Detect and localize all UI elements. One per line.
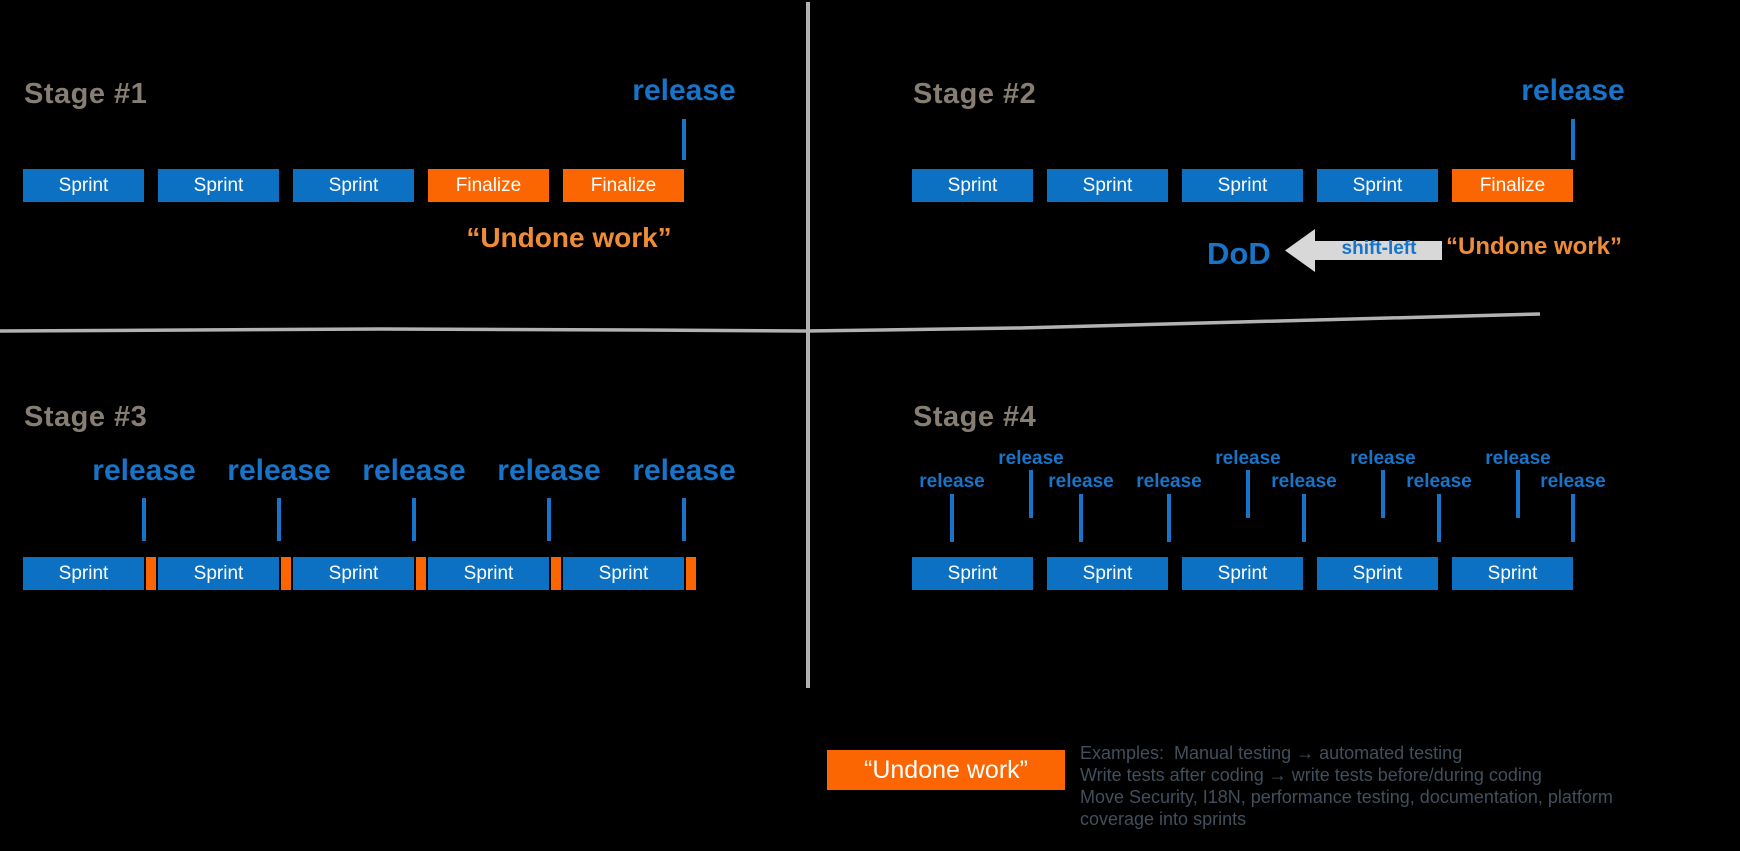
sprint-box: Sprint <box>1047 557 1168 590</box>
release-label: release <box>1485 448 1551 469</box>
sprint-box: Sprint <box>1317 557 1438 590</box>
undone-sliver <box>686 557 696 590</box>
release-tick <box>1516 470 1520 518</box>
undone-sliver <box>551 557 561 590</box>
sprint-box: Sprint <box>23 557 144 590</box>
sprint-box: Sprint <box>23 169 144 202</box>
sprint-box: Sprint <box>158 169 279 202</box>
shift-left-label: shift-left <box>1341 238 1417 259</box>
examples-line: Write tests after coding → write tests b… <box>1080 765 1542 785</box>
undone-sliver <box>146 557 156 590</box>
finalize-box: Finalize <box>1452 169 1573 202</box>
sprint-box: Sprint <box>563 557 684 590</box>
release-tick <box>682 119 686 160</box>
release-tick <box>1571 119 1575 160</box>
release-label: release <box>1540 471 1606 492</box>
examples-line: coverage into sprints <box>1080 809 1247 829</box>
finalize-box: Finalize <box>428 169 549 202</box>
sprint-box: Sprint <box>912 169 1033 202</box>
undone-work-label: “Undone work” <box>466 222 672 253</box>
release-tick <box>412 498 416 541</box>
vertical-divider <box>806 2 810 688</box>
sprint-box: Sprint <box>293 557 414 590</box>
sprint-box: Sprint <box>912 557 1033 590</box>
release-label: release <box>1350 448 1416 469</box>
release-label: release <box>1271 471 1337 492</box>
undone-work-legend-box: “Undone work” <box>827 750 1065 790</box>
release-label: release <box>919 471 985 492</box>
release-label: release <box>1048 471 1114 492</box>
release-tick <box>1571 494 1575 542</box>
release-label: release <box>1215 448 1281 469</box>
undone-sliver <box>416 557 426 590</box>
release-tick <box>1381 470 1385 518</box>
sprint-box: Sprint <box>1452 557 1573 590</box>
sprint-box: Sprint <box>1182 169 1303 202</box>
release-tick <box>1029 470 1033 518</box>
finalize-box: Finalize <box>563 169 684 202</box>
release-tick <box>1437 494 1441 542</box>
stage-title: Stage #1 <box>24 78 148 110</box>
release-tick <box>682 498 686 541</box>
release-tick <box>547 498 551 541</box>
sprint-box: Sprint <box>1182 557 1303 590</box>
release-tick <box>1167 494 1171 542</box>
sprint-box: Sprint <box>293 169 414 202</box>
dod-label: DoD <box>1207 236 1271 271</box>
release-tick <box>1302 494 1306 542</box>
release-label: release <box>227 454 331 487</box>
release-label: release <box>998 448 1064 469</box>
release-tick <box>1079 494 1083 542</box>
release-label: release <box>1406 471 1472 492</box>
stage-title: Stage #4 <box>913 401 1037 433</box>
release-tick <box>950 494 954 542</box>
release-label: release <box>497 454 601 487</box>
sprint-box: Sprint <box>158 557 279 590</box>
stage-title: Stage #3 <box>24 401 148 433</box>
undone-sliver <box>281 557 291 590</box>
sprint-box: Sprint <box>1047 169 1168 202</box>
release-label: release <box>1136 471 1202 492</box>
shift-left-arrow <box>1285 227 1442 274</box>
release-label: release <box>1521 74 1625 107</box>
release-tick <box>277 498 281 541</box>
release-label: release <box>92 454 196 487</box>
release-label: release <box>362 454 466 487</box>
release-label: release <box>632 74 736 107</box>
examples-line: Examples: Manual testing → automated tes… <box>1080 743 1463 763</box>
release-tick <box>142 498 146 541</box>
sprint-box: Sprint <box>1317 169 1438 202</box>
sprint-box: Sprint <box>428 557 549 590</box>
examples-text: Examples: Manual testing → automated tes… <box>1080 742 1613 830</box>
examples-line: Move Security, I18N, performance testing… <box>1080 787 1613 807</box>
undone-work-label: “Undone work” <box>1446 233 1623 260</box>
stage-title: Stage #2 <box>913 78 1037 110</box>
release-tick <box>1246 470 1250 518</box>
release-label: release <box>632 454 736 487</box>
